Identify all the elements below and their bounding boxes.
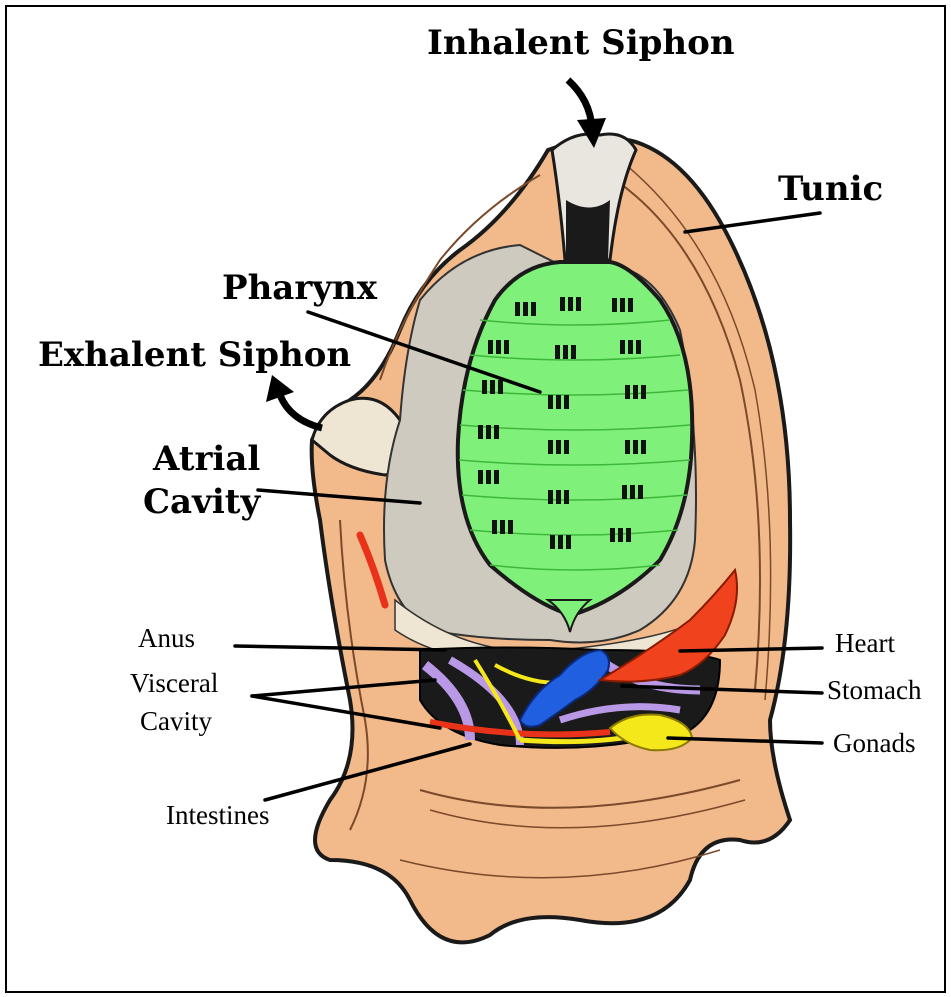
label-intestines: Intestines xyxy=(166,800,269,830)
label-atrial: Atrial xyxy=(152,439,260,479)
label-visceral: Visceral xyxy=(130,668,218,698)
label-stomach: Stomach xyxy=(827,675,922,705)
label-heart: Heart xyxy=(835,628,895,658)
label-exhalent-siphon: Exhalent Siphon xyxy=(38,335,351,375)
label-tunic: Tunic xyxy=(778,169,883,209)
label-visceral-cavity: Cavity xyxy=(140,706,212,736)
label-anus: Anus xyxy=(138,623,195,653)
label-atrial-cavity: Cavity xyxy=(143,482,261,522)
label-gonads: Gonads xyxy=(833,728,916,758)
label-inhalent-siphon: Inhalent Siphon xyxy=(427,23,735,63)
label-pharynx: Pharynx xyxy=(222,268,378,308)
